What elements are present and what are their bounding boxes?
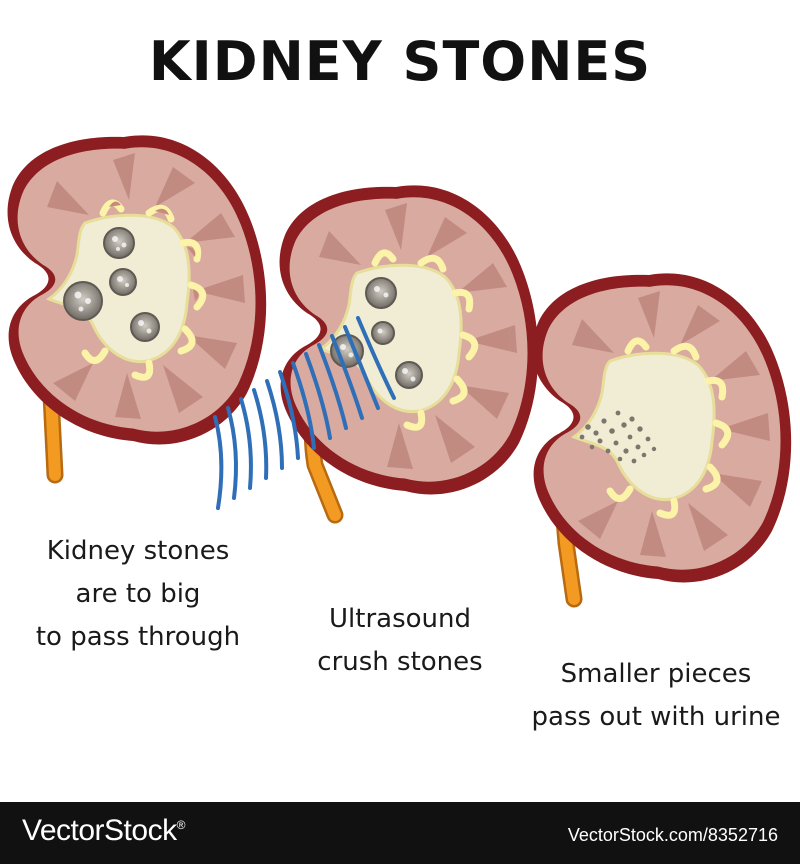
brand-logo: VectorStock®: [22, 814, 185, 847]
caption-stage-2: Ultrasound crush stones: [317, 604, 483, 677]
kidney-with-stones: [7, 135, 267, 484]
stone-fragments: [579, 410, 657, 464]
renal-pelvis: [570, 351, 716, 502]
kidney-with-fragments: [532, 273, 792, 608]
caption-stage-3: Smaller pieces pass out with urine: [531, 659, 781, 732]
footer-bar: VectorStock® VectorStock.com/8352716: [0, 802, 800, 864]
kidney-stones-large: [63, 227, 160, 342]
ultrasound-waves: [213, 316, 396, 510]
kidney-being-treated: [279, 185, 539, 524]
kidney-illustration: [7, 135, 792, 608]
image-reference: VectorStock.com/8352716: [567, 825, 778, 845]
page-title: KIDNEY STONES: [148, 30, 652, 93]
caption-stage-1: Kidney stones are to big to pass through: [35, 536, 241, 652]
